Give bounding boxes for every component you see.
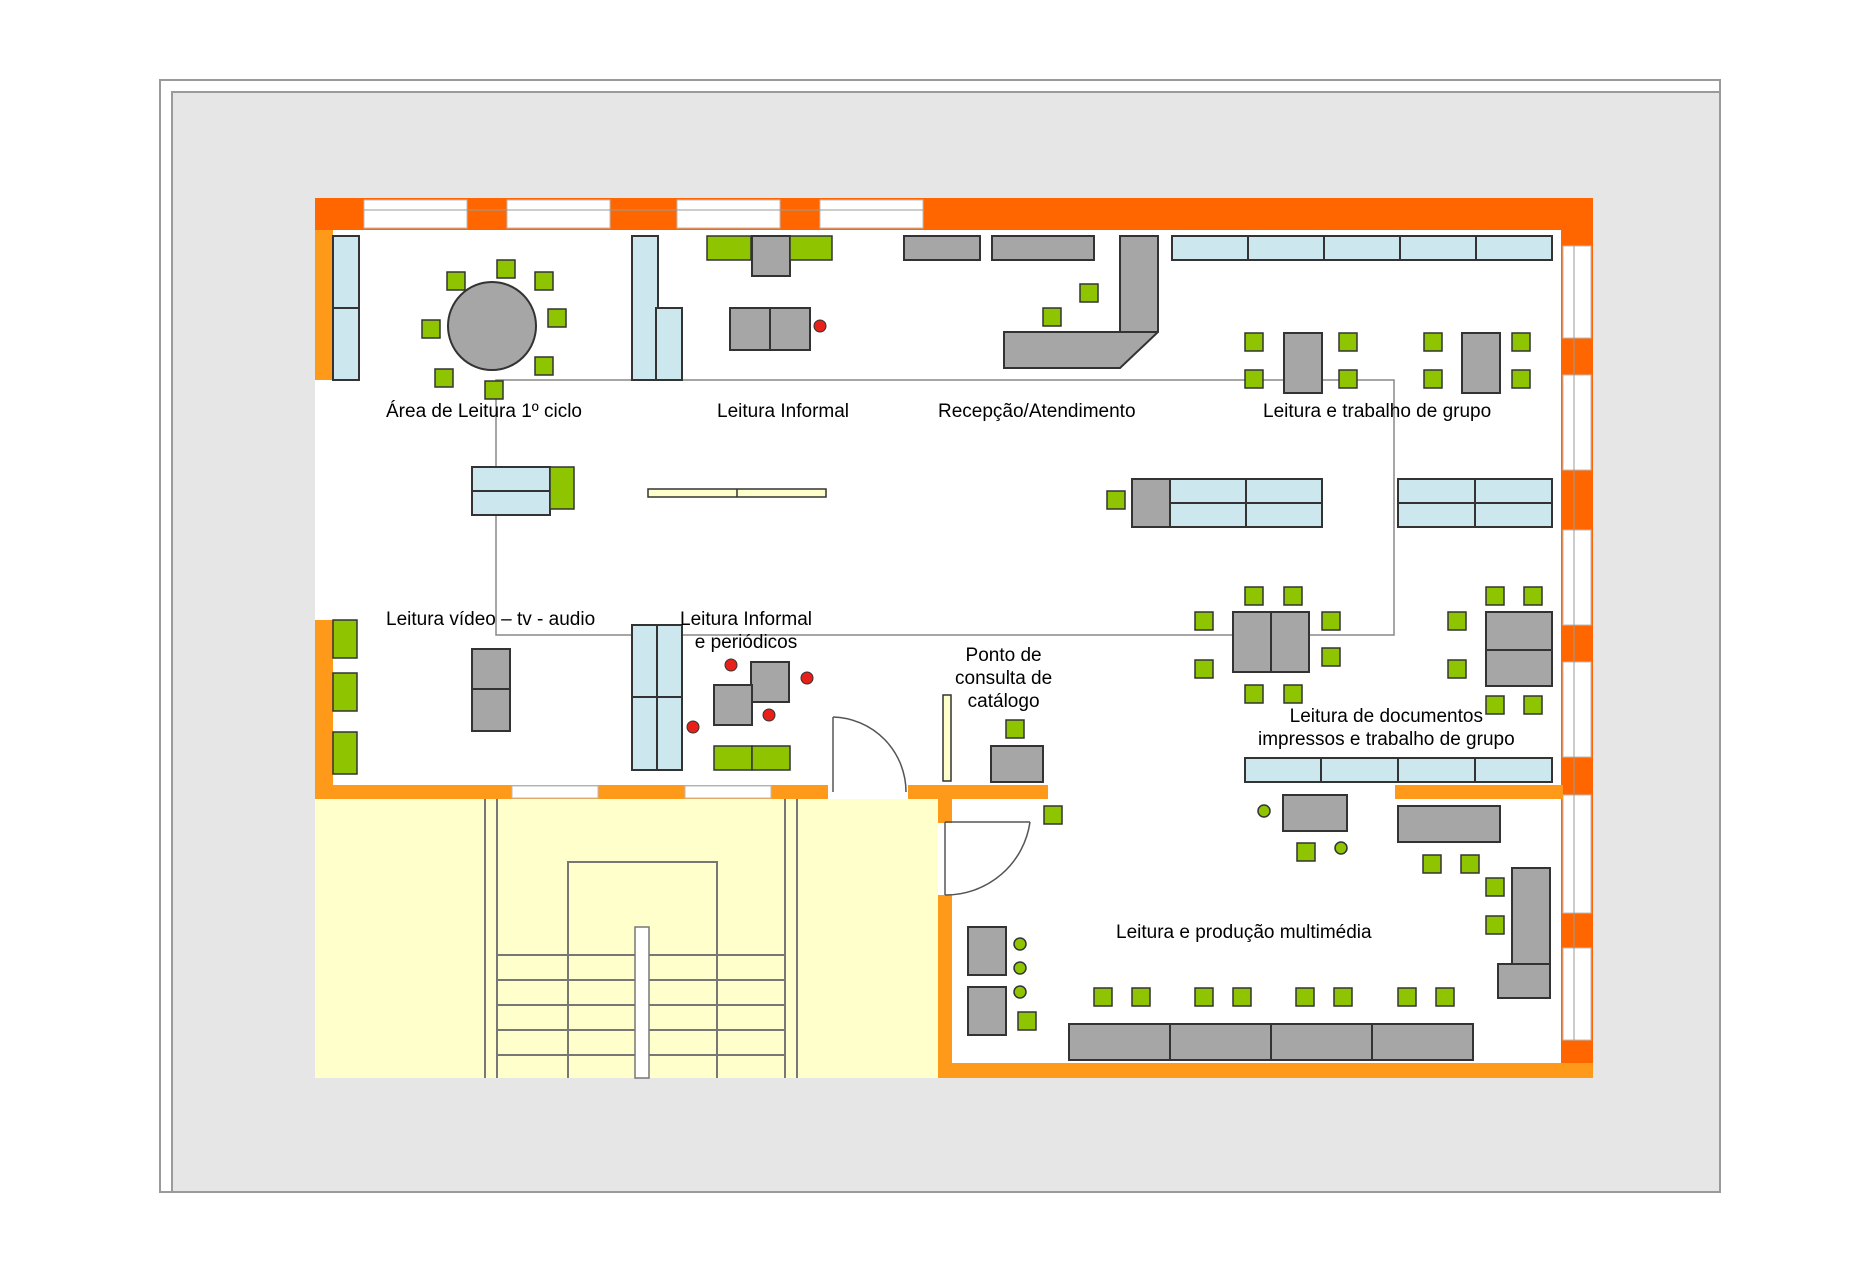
label-line: impressos e trabalho de grupo bbox=[1258, 729, 1515, 750]
label-leitura-documentos: Leitura de documentos impressos e trabal… bbox=[1258, 705, 1515, 751]
left-wall bbox=[315, 230, 333, 800]
door-main[interactable] bbox=[832, 716, 907, 793]
multimedia-walls bbox=[938, 895, 1593, 1078]
label-recepcao: Recepção/Atendimento bbox=[938, 401, 1136, 422]
seats bbox=[332, 235, 1543, 1031]
label-ponto-consulta: Ponto de consulta de catálogo bbox=[955, 644, 1052, 713]
label-leitura-informal-periodicos: Leitura Informal e periódicos bbox=[680, 608, 812, 654]
round-table bbox=[447, 281, 537, 371]
label-leitura-grupo: Leitura e trabalho de grupo bbox=[1263, 401, 1492, 422]
reading-tables bbox=[447, 235, 1553, 1061]
stools bbox=[686, 319, 827, 734]
door-multimedia[interactable] bbox=[944, 821, 1031, 896]
label-multimedia: Leitura e produção multimédia bbox=[1116, 922, 1372, 943]
label-area-leitura-1ciclo: Área de Leitura 1º ciclo bbox=[386, 401, 582, 422]
label-line: Leitura Informal bbox=[680, 609, 813, 630]
label-line: catálogo bbox=[967, 691, 1040, 712]
top-wall bbox=[315, 198, 1593, 230]
label-leitura-video: Leitura vídeo – tv - audio bbox=[386, 609, 596, 630]
label-line: e periódicos bbox=[694, 632, 798, 653]
label-line: consulta de bbox=[955, 668, 1053, 689]
middle-wall bbox=[315, 785, 1563, 823]
label-line: Leitura de documentos bbox=[1289, 706, 1483, 727]
stair-hall bbox=[315, 799, 938, 1079]
shelves bbox=[332, 235, 1553, 783]
display-panels bbox=[647, 488, 952, 782]
label-line: Ponto de bbox=[965, 645, 1042, 666]
label-leitura-informal: Leitura Informal bbox=[717, 401, 850, 422]
right-wall bbox=[1561, 198, 1593, 1078]
